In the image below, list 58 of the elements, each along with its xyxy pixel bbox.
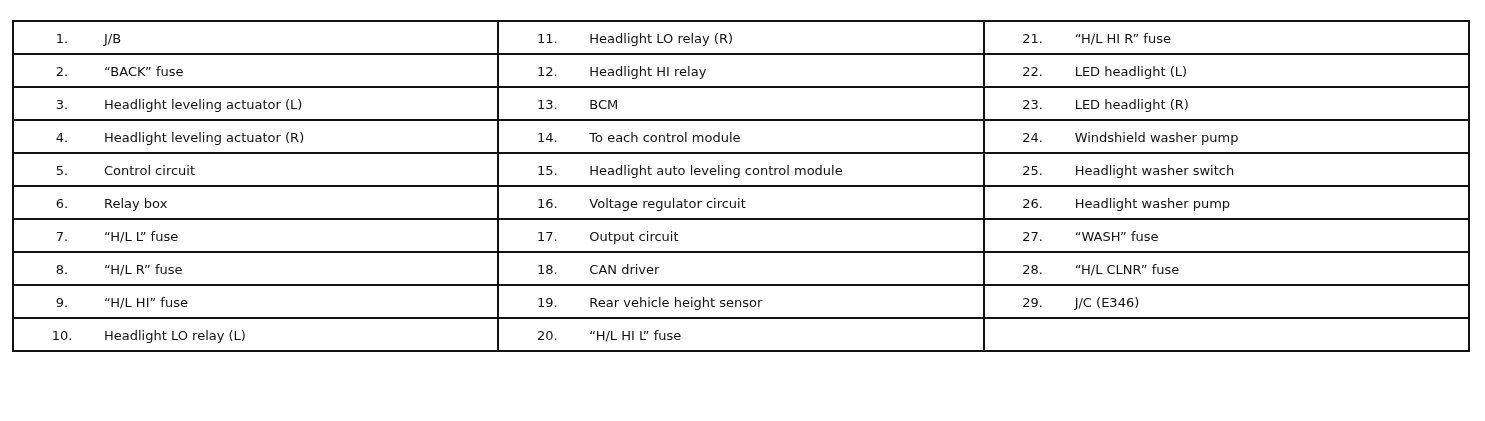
part-name: J/B <box>104 30 122 45</box>
item-number: 26. <box>1022 195 1043 210</box>
part-name: CAN driver <box>589 261 660 276</box>
part-name: Voltage regulator circuit <box>589 195 746 210</box>
item-number: 4. <box>55 129 69 144</box>
part-name: LED headlight (R) <box>1074 96 1189 111</box>
part-name: To each control module <box>589 129 741 144</box>
part-name: BCM <box>589 96 619 111</box>
item-number: 6. <box>55 195 69 210</box>
part-name: Headlight leveling actuator (R) <box>104 129 305 144</box>
item-number: 28. <box>1022 261 1043 276</box>
item-number: 2. <box>55 63 69 78</box>
part-name: Control circuit <box>104 162 196 177</box>
part-name: “H/L L” fuse <box>104 228 179 243</box>
part-name: Windshield washer pump <box>1074 129 1239 144</box>
part-name: LED headlight (L) <box>1074 63 1188 78</box>
item-number: 19. <box>537 294 558 309</box>
part-name: Output circuit <box>589 228 679 243</box>
item-number: 21. <box>1022 30 1043 45</box>
item-number: 27. <box>1022 228 1043 243</box>
part-name: Headlight LO relay (L) <box>104 327 246 342</box>
part-name: “BACK” fuse <box>104 63 184 78</box>
item-number: 22. <box>1022 63 1043 78</box>
item-number: 3. <box>55 96 69 111</box>
item-number: 14. <box>537 129 558 144</box>
part-name: Headlight washer switch <box>1074 162 1235 177</box>
part-name: “H/L HI” fuse <box>104 294 188 309</box>
part-name: Headlight leveling actuator (L) <box>104 96 303 111</box>
item-number: 18. <box>537 261 558 276</box>
item-number: 1. <box>55 30 69 45</box>
item-number: 24. <box>1022 129 1043 144</box>
part-name: Headlight LO relay (R) <box>589 30 734 45</box>
part-name: “H/L HI L” fuse <box>589 327 682 342</box>
item-number: 9. <box>55 294 69 309</box>
item-number: 17. <box>537 228 558 243</box>
part-name: “H/L CLNR” fuse <box>1074 261 1180 276</box>
part-name: J/C (E346) <box>1074 294 1140 309</box>
item-number: 5. <box>55 162 69 177</box>
part-name: Headlight auto leveling control module <box>589 162 843 177</box>
item-number: 29. <box>1022 294 1043 309</box>
part-name: Relay box <box>104 195 168 210</box>
item-number: 11. <box>537 30 558 45</box>
item-number: 8. <box>55 261 69 276</box>
item-number: 10. <box>51 327 73 342</box>
part-name: Headlight washer pump <box>1074 195 1231 210</box>
item-number: 16. <box>537 195 558 210</box>
item-number: 25. <box>1022 162 1043 177</box>
item-number: 23. <box>1022 96 1043 111</box>
item-number: 15. <box>537 162 558 177</box>
part-name: “WASH” fuse <box>1074 228 1159 243</box>
item-number: 20. <box>537 327 558 342</box>
item-number: 12. <box>537 63 558 78</box>
part-name: “H/L HI R” fuse <box>1074 30 1171 45</box>
part-name: Headlight HI relay <box>589 63 707 78</box>
item-number: 13. <box>537 96 558 111</box>
part-name: Rear vehicle height sensor <box>589 294 763 309</box>
part-name: “H/L R” fuse <box>104 261 183 276</box>
item-number: 7. <box>55 228 69 243</box>
